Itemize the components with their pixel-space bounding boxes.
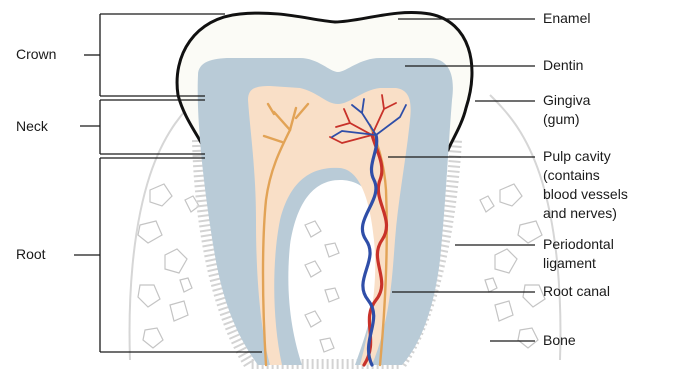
label-pulp-line4: and nerves)	[543, 204, 628, 223]
label-bone: Bone	[543, 331, 576, 350]
label-periodontal-line2: ligament	[543, 254, 614, 273]
label-pulp-cavity: Pulp cavity (contains blood vessels and …	[543, 147, 628, 223]
label-neck: Neck	[16, 117, 48, 136]
label-gingiva: Gingiva (gum)	[543, 91, 590, 129]
label-root: Root	[16, 245, 46, 264]
label-periodontal-line1: Periodontal	[543, 235, 614, 254]
label-gingiva-line1: Gingiva	[543, 91, 590, 110]
label-root-canal: Root canal	[543, 282, 610, 301]
label-crown: Crown	[16, 45, 56, 64]
label-pulp-line3: blood vessels	[543, 185, 628, 204]
label-pulp-line1: Pulp cavity	[543, 147, 628, 166]
label-enamel: Enamel	[543, 9, 590, 28]
label-periodontal-ligament: Periodontal ligament	[543, 235, 614, 273]
label-gingiva-line2: (gum)	[543, 110, 590, 129]
label-dentin: Dentin	[543, 56, 583, 75]
label-pulp-line2: (contains	[543, 166, 628, 185]
